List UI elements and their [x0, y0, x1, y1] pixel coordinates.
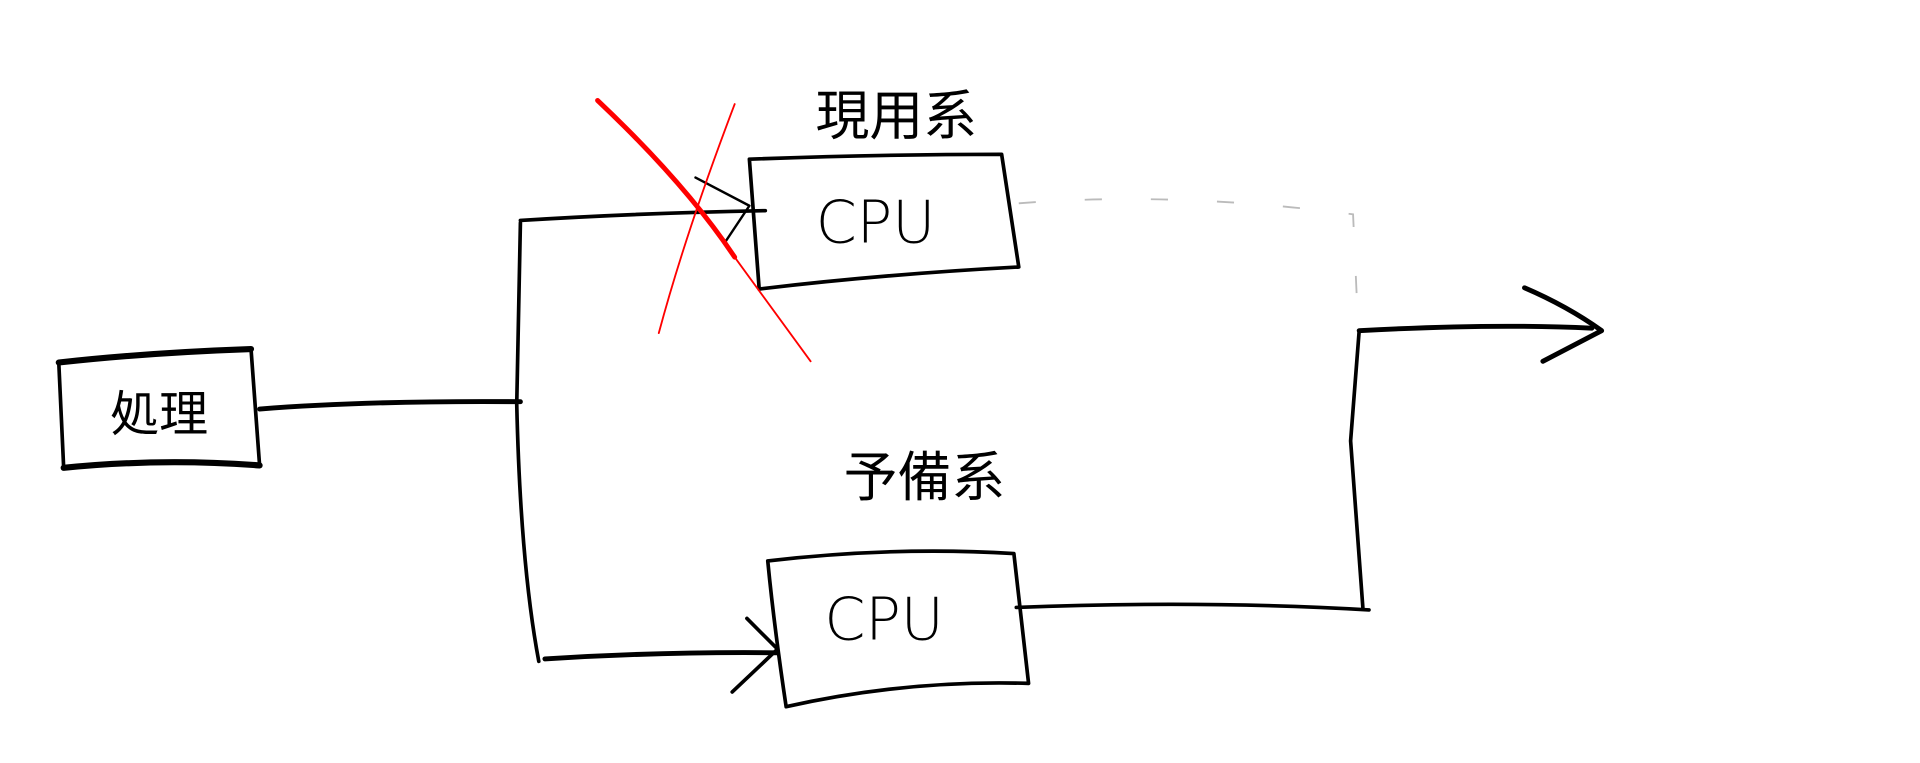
split-vertical-line — [514, 221, 541, 664]
standby-output-line — [1014, 602, 1371, 612]
failure-x-mark-icon — [595, 97, 812, 363]
standby-system-node: 予備系 CPU — [765, 446, 1031, 709]
standby-cpu-box — [765, 549, 1031, 709]
inactive-output-line — [1018, 198, 1358, 297]
process-to-split-line — [257, 399, 523, 412]
standby-arrow-head-icon — [730, 616, 780, 694]
standby-branch-line — [542, 650, 780, 662]
output-arrow-head-icon — [1522, 285, 1605, 364]
active-arrow-head-icon — [694, 176, 751, 244]
standby-cpu-label: CPU — [824, 584, 943, 653]
process-node: 処理 — [55, 345, 263, 471]
active-cpu-box — [747, 152, 1021, 291]
output-vertical-line — [1348, 328, 1365, 610]
output-line — [1356, 323, 1595, 334]
active-system-node: 現用系 CPU — [747, 85, 1021, 291]
standby-system-label: 予備系 — [844, 446, 1006, 509]
active-branch-line — [518, 208, 768, 223]
active-system-label: 現用系 — [816, 85, 978, 148]
process-label: 処理 — [110, 386, 208, 443]
active-cpu-label: CPU — [816, 187, 935, 256]
